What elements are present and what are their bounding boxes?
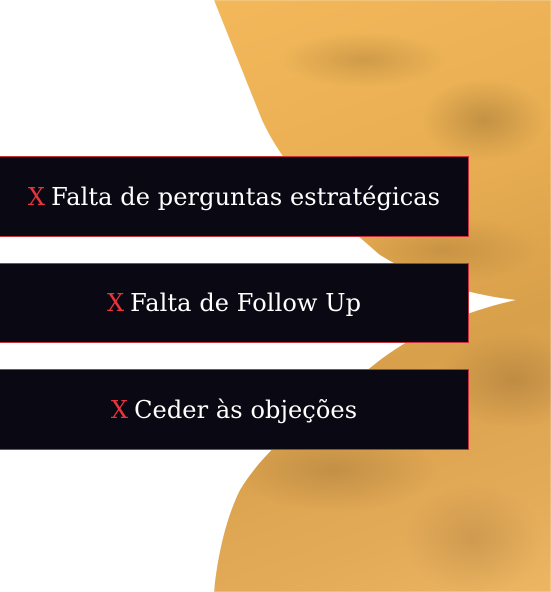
- x-mark-icon: X: [106, 289, 125, 317]
- x-mark-icon: X: [110, 395, 129, 424]
- list-item: X Ceder às objeções: [0, 369, 469, 450]
- list-item-text: Falta de Follow Up: [130, 289, 362, 317]
- list-item: X Falta de Follow Up: [0, 263, 469, 343]
- x-mark-icon: X: [27, 182, 46, 211]
- list-item-text: Falta de perguntas estratégicas: [51, 182, 441, 211]
- list-item: X Falta de perguntas estratégicas: [0, 156, 469, 237]
- list-item-text: Ceder às objeções: [134, 395, 358, 424]
